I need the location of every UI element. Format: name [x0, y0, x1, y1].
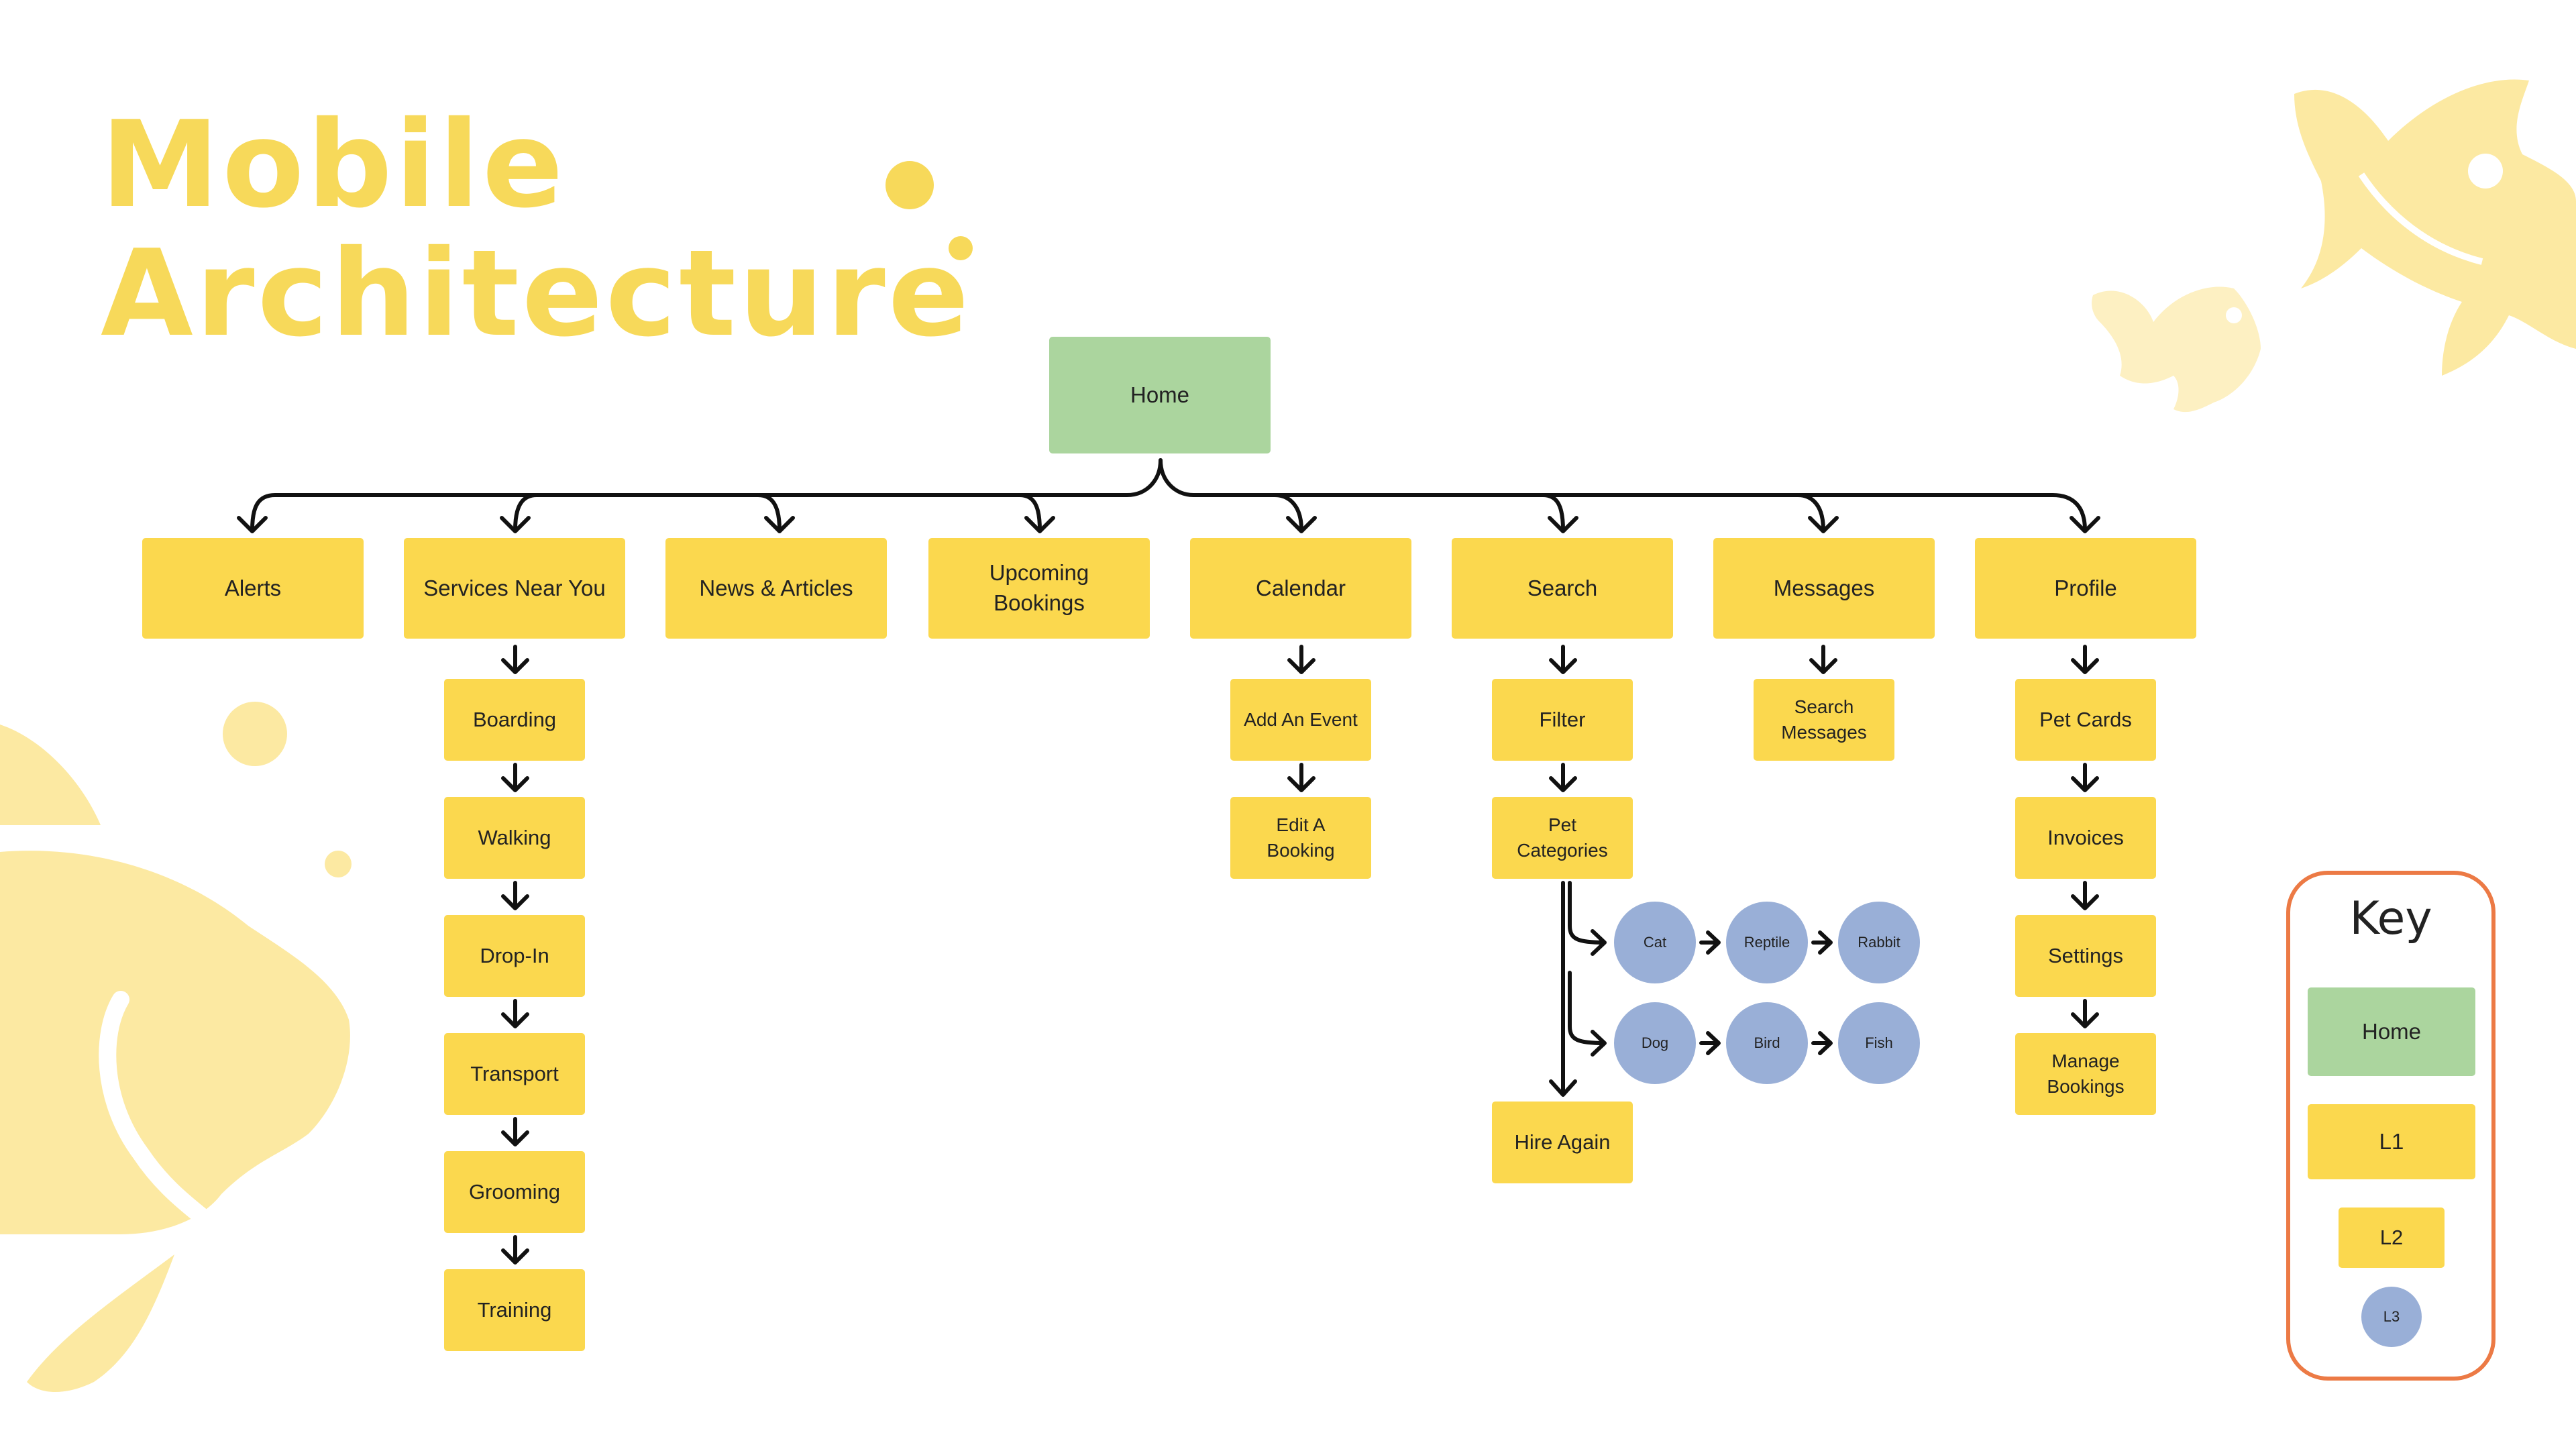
- node-edit-a-booking: Edit A Booking: [1230, 797, 1371, 879]
- node-upcoming-bookings: Upcoming Bookings: [928, 538, 1150, 639]
- connector-line: [756, 493, 782, 532]
- node-search: Search: [1452, 538, 1673, 639]
- connector-line: [1018, 493, 1042, 532]
- node-news-articles: News & Articles: [665, 538, 887, 639]
- node-search-messages: Search Messages: [1754, 679, 1894, 761]
- node-transport: Transport: [444, 1033, 585, 1115]
- node-alerts: Alerts: [142, 538, 364, 639]
- key-item-home: Home: [2308, 987, 2475, 1076]
- node-walking: Walking: [444, 797, 585, 879]
- node-rabbit: Rabbit: [1838, 902, 1920, 983]
- node-calendar: Calendar: [1190, 538, 1411, 639]
- node-cat: Cat: [1614, 902, 1696, 983]
- page-title-line-2: Architecture: [101, 224, 972, 363]
- node-add-an-event: Add An Event: [1230, 679, 1371, 761]
- bubble-decoration: [325, 851, 352, 877]
- connector-line: [513, 493, 539, 532]
- brace-connector: [250, 458, 1163, 532]
- node-home: Home: [1049, 337, 1271, 453]
- node-boarding: Boarding: [444, 679, 585, 761]
- node-services-near-you: Services Near You: [404, 538, 625, 639]
- key-item-l2: L2: [2339, 1208, 2445, 1268]
- bubble-decoration: [949, 236, 973, 260]
- key-item-l3: L3: [2361, 1287, 2422, 1347]
- bubble-decoration: [223, 702, 287, 766]
- node-grooming: Grooming: [444, 1151, 585, 1233]
- bubble-decoration: [885, 161, 934, 209]
- node-dog: Dog: [1614, 1002, 1696, 1084]
- key-title: Key: [2349, 892, 2432, 945]
- node-filter: Filter: [1492, 679, 1633, 761]
- key-item-l1: L1: [2308, 1104, 2475, 1179]
- node-manage-bookings: Manage Bookings: [2015, 1033, 2156, 1115]
- fish-illustration-small: [2092, 286, 2261, 413]
- key-legend: [2286, 871, 2496, 1381]
- node-profile: Profile: [1975, 538, 2196, 639]
- node-pet-categories: Pet Categories: [1492, 797, 1633, 879]
- node-messages: Messages: [1713, 538, 1935, 639]
- page-title-line-1: Mobile: [101, 95, 566, 234]
- node-pet-cards: Pet Cards: [2015, 679, 2156, 761]
- node-invoices: Invoices: [2015, 797, 2156, 879]
- node-hire-again: Hire Again: [1492, 1102, 1633, 1183]
- node-drop-in: Drop-In: [444, 915, 585, 997]
- connector-line: [1796, 493, 1825, 532]
- node-settings: Settings: [2015, 915, 2156, 997]
- connector-line: [1541, 493, 1565, 532]
- node-training: Training: [444, 1269, 585, 1351]
- dog-illustration: [0, 724, 350, 1392]
- connector-line: [1273, 493, 1303, 532]
- page-title: Mobile Architecture: [101, 101, 971, 358]
- node-bird: Bird: [1726, 1002, 1808, 1084]
- brace-connector: [1159, 458, 2087, 532]
- fish-illustration-large: [2294, 79, 2576, 376]
- node-reptile: Reptile: [1726, 902, 1808, 983]
- node-fish: Fish: [1838, 1002, 1920, 1084]
